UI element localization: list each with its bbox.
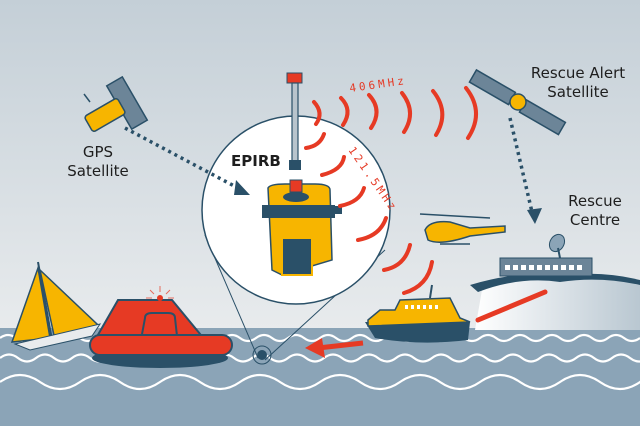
strobe-light-icon — [157, 295, 163, 301]
helicopter — [419, 213, 506, 245]
epirb-device — [262, 72, 342, 276]
rescue-satellite-icon — [468, 68, 567, 136]
gps-satellite-icon — [83, 75, 149, 132]
rescue-centre-label-line1: Rescue — [568, 192, 622, 210]
satellite-downlink-arrow — [508, 117, 542, 224]
gps-label-line1: GPS — [83, 143, 113, 161]
rescue-centre-label-line2: Centre — [570, 211, 620, 229]
life-raft — [89, 286, 233, 368]
satellite-dish-icon — [548, 233, 566, 259]
gps-signal-arrow — [124, 126, 250, 195]
rescue-alert-label-line2: Satellite — [547, 83, 608, 101]
lifeboat — [365, 284, 471, 343]
rescue-arrow — [305, 338, 364, 358]
rescue-alert-label-line1: Rescue Alert — [531, 64, 625, 82]
gps-label-line2: Satellite — [67, 162, 128, 180]
signal-406-arcs — [312, 86, 478, 140]
epirb-label: EPIRB — [231, 152, 281, 170]
beacon-small-icon — [257, 350, 267, 360]
sailboat — [10, 261, 102, 351]
signal-121-arcs — [304, 132, 434, 295]
rescue-centre — [470, 233, 640, 330]
